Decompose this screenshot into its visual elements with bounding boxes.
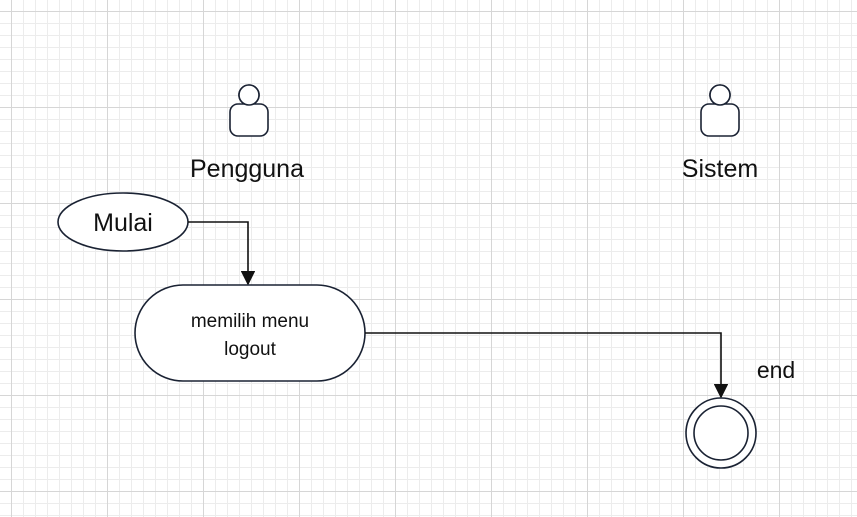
actor-label-sistem: Sistem [682, 155, 758, 183]
action-node-label-line1: memilih menu [191, 311, 309, 332]
actor-label-pengguna: Pengguna [190, 155, 304, 183]
action-node [134, 284, 366, 382]
flow-arrow-action-to-end [365, 332, 729, 399]
actor-icon-pengguna [229, 84, 269, 137]
end-node-label: end [757, 357, 795, 383]
action-node-label-line2: logout [224, 339, 276, 360]
end-node [685, 397, 757, 469]
flow-arrow-start-to-action [188, 221, 256, 286]
start-node-label: Mulai [93, 209, 153, 237]
actor-icon-sistem [700, 84, 740, 137]
